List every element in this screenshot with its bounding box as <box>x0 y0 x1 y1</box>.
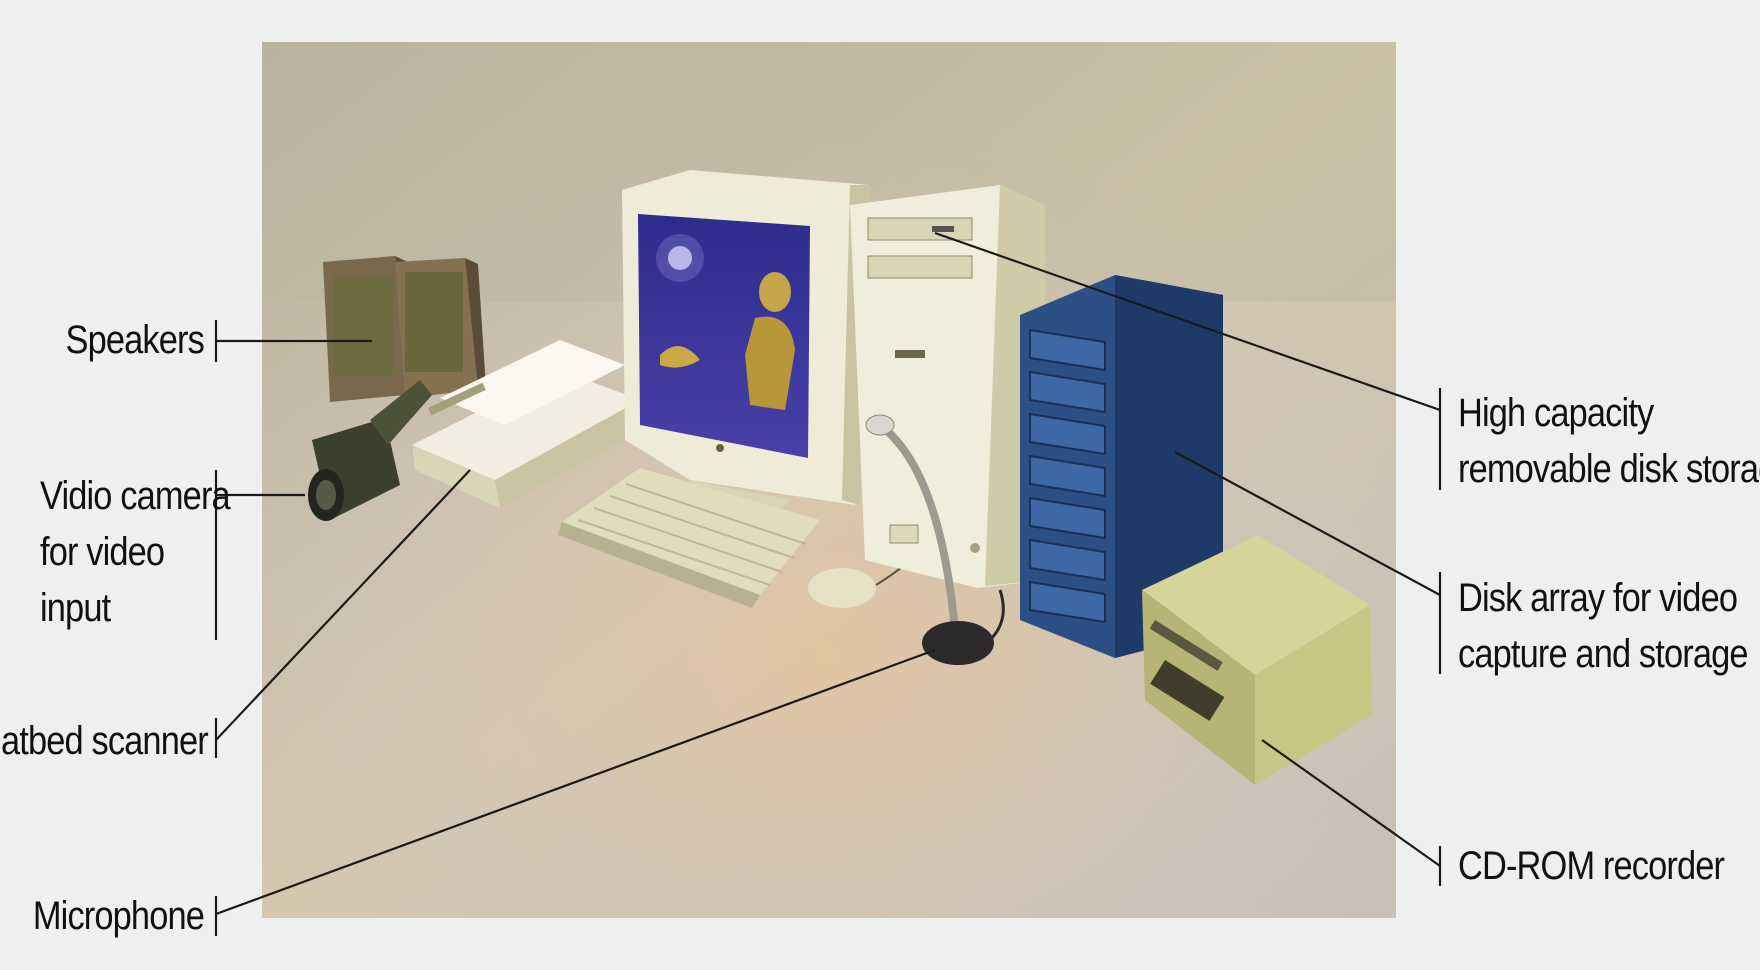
label-video-camera: Vidio camera for video input <box>40 468 230 636</box>
label-speakers: Speakers <box>66 312 204 368</box>
label-high-capacity-line-1: High capacity <box>1458 385 1760 441</box>
label-cd-rom-recorder: CD-ROM recorder <box>1458 838 1724 894</box>
label-flatbed-scanner: Flatbed scanner <box>0 713 208 769</box>
label-disk-array-line-2: capture and storage <box>1458 626 1748 682</box>
tower-computer-icon <box>850 185 1045 588</box>
label-high-capacity-line-2: removable disk storage <box>1458 441 1760 497</box>
label-disk-array: Disk array for video capture and storage <box>1458 570 1748 682</box>
label-video-camera-line-3: input <box>40 580 230 636</box>
label-high-capacity: High capacity removable disk storage <box>1458 385 1760 497</box>
label-video-camera-line-1: Vidio camera <box>40 468 230 524</box>
speakers-icon <box>323 256 486 402</box>
label-video-camera-line-2: for video <box>40 524 230 580</box>
label-microphone: Microphone <box>33 888 204 944</box>
label-disk-array-line-1: Disk array for video <box>1458 570 1748 626</box>
